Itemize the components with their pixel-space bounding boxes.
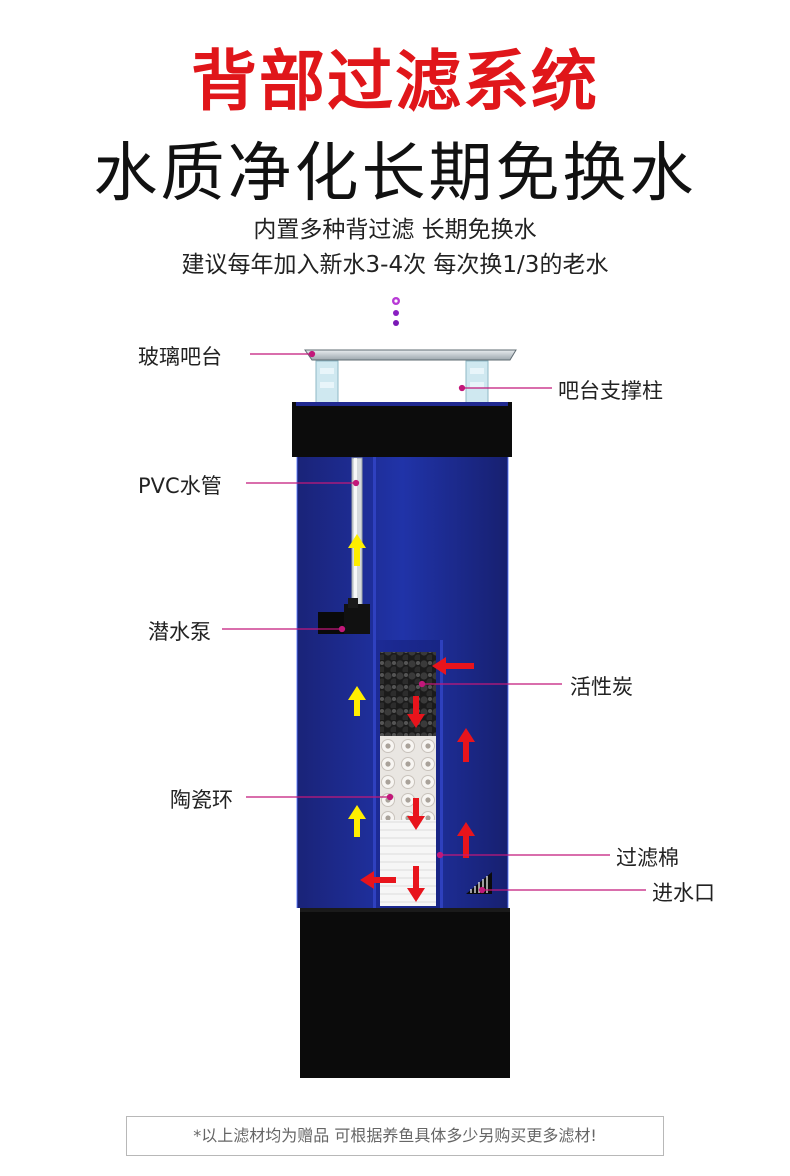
top-support-pillars [315, 360, 489, 404]
ceramic-rings [380, 736, 436, 820]
page-title: 背部过滤系统 [191, 43, 599, 120]
glass-top [304, 349, 517, 361]
tank-top-cap [292, 402, 512, 457]
label-water-inlet: 进水口 [652, 881, 715, 905]
leader-dots [392, 297, 400, 326]
flow-arrows-red [360, 657, 475, 902]
label-top-support: 吧台支撑柱 [558, 379, 663, 403]
description-line-1: 内置多种背过滤 长期免换水 [253, 217, 537, 243]
label-glass-top: 玻璃吧台 [138, 345, 222, 369]
leader-lines [222, 350, 646, 894]
flow-arrows-up-yellow [348, 534, 366, 837]
label-filter-cotton: 过滤棉 [616, 846, 679, 870]
tank-cabinet [300, 908, 510, 1078]
activated-carbon [380, 652, 436, 736]
footer-note: *以上滤材均为赠品 可根据养鱼具体多少另购买更多滤材! [126, 1116, 664, 1156]
label-carbon: 活性炭 [570, 675, 633, 699]
page-subtitle: 水质净化长期免换水 [93, 137, 697, 211]
filter-cotton [380, 820, 436, 906]
label-pvc-pipe: PVC水管 [138, 474, 222, 498]
label-pump: 潜水泵 [148, 620, 211, 644]
description-line-2: 建议每年加入新水3-4次 每次换1/3的老水 [181, 252, 609, 278]
label-ceramic-rings: 陶瓷环 [170, 788, 233, 812]
